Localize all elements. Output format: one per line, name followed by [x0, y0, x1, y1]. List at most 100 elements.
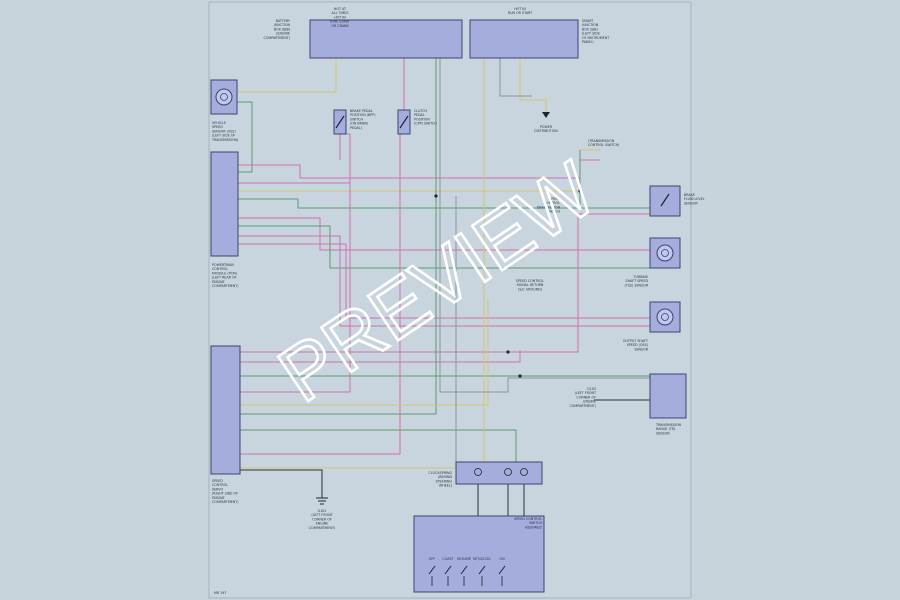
label-clutch-switch-3: POSITION — [414, 117, 430, 121]
component-boxes — [210, 19, 687, 593]
switch-contact-2 — [399, 115, 409, 129]
label-splice-note-2: CONTROL SWITCH) — [588, 143, 619, 147]
sensor-core-3 — [661, 313, 669, 321]
label-clutch-switch-2: PEDAL — [414, 113, 425, 117]
wire-24 — [519, 58, 547, 116]
clock-spring — [455, 461, 543, 485]
wire-11 — [240, 213, 650, 353]
wire-16 — [240, 429, 517, 462]
clock-spring-contact-1 — [474, 468, 482, 476]
tr-sensor — [649, 373, 687, 419]
switch-button-label-3: RESUME — [457, 557, 471, 561]
label-mid-note-1: SPEED CONTROL — [516, 279, 544, 283]
label-ground-note-4: ENGINE — [316, 522, 329, 526]
label-top-left-box-3: HOT IN — [334, 15, 346, 19]
label-right-bottom-1: TRANSMISSION — [655, 423, 682, 427]
label-fuse-box-right-1: SMART — [582, 19, 594, 23]
label-speed-control-switch-1: SPEED CONTROL — [514, 517, 542, 521]
wire-6 — [238, 198, 650, 209]
label-right-sensor-3-2: SPEED (OSS) — [627, 343, 648, 347]
assembly-switch-5 — [498, 565, 506, 575]
label-vss-2: SPEED — [212, 125, 223, 129]
label-brake-pedal-switch-4: (ON BRAKE — [350, 122, 368, 126]
sensor-core-1 — [220, 93, 228, 101]
label-fuse-box-left-1: BATTERY — [276, 19, 291, 23]
label-speed-control-servo-1: SPEED — [212, 479, 223, 483]
label-brake-pedal-switch-3: SWITCH — [350, 117, 363, 121]
wire-19 — [240, 300, 489, 406]
label-speed-control-servo-4: (RIGHT SIDE OF — [212, 492, 238, 496]
label-right-sensor-2-2: SHAFT SPEED — [625, 279, 648, 283]
label-right-sensor-1-1: BRAKE — [684, 193, 695, 197]
label-clock-spring-1: CLOCKSPRING — [429, 471, 453, 475]
wire-9 — [238, 235, 650, 327]
splice-dot-4 — [518, 374, 522, 378]
label-fuse-box-right-4: (LEFT SIDE — [582, 32, 600, 36]
splice-dot-1 — [434, 194, 438, 198]
assembly-switch-3 — [460, 565, 468, 575]
wire-8 — [238, 225, 650, 269]
label-mid-note-3: (S/C GROUND) — [518, 287, 542, 291]
label-speed-control-servo-2: CONTROL — [212, 483, 228, 487]
label-deactivator-1: SPEED — [549, 197, 560, 201]
label-right-sensor-3-1: OUTPUT SHAFT — [623, 339, 649, 343]
power-arrow — [542, 112, 550, 118]
label-pcm-4: (LEFT REAR OF — [212, 276, 237, 280]
fuse-box-right — [469, 19, 579, 59]
label-right-sensor-2-1: TURBINE — [632, 275, 648, 279]
wire-22 — [439, 58, 650, 393]
label-vss-4: (LEFT SIDE OF — [212, 134, 235, 138]
label-speed-control-switch-3: ASSEMBLY — [525, 525, 543, 529]
assembly-switch-2 — [444, 565, 452, 575]
assembly-switch-1 — [428, 565, 436, 575]
label-ground-note-3: CORNER OF — [312, 517, 332, 521]
label-right-bottom-3: SENSOR — [656, 431, 670, 435]
label-clutch-switch-4: (CPP) SWITCH — [414, 122, 437, 126]
label-pcm-2: CONTROL — [212, 267, 228, 271]
wire-7 — [238, 217, 650, 251]
label-vss-1: VEHICLE — [212, 121, 226, 125]
speed-control-module — [210, 345, 241, 475]
wire-25 — [499, 58, 532, 97]
wire-12 — [240, 350, 521, 363]
label-top-left-box-4: RUN, START — [330, 20, 350, 24]
label-ground-right-3: CORNER OF — [576, 395, 596, 399]
label-mid-note-2: SIGNAL RETURN — [517, 283, 544, 287]
label-fuse-box-right-2: JUNCTION — [581, 23, 599, 27]
splice-dot-3 — [578, 189, 582, 193]
switch-button-label-5: ON — [499, 557, 505, 561]
label-power-distribution-2: DISTRIBUTION — [534, 129, 558, 133]
label-vss-5: TRANSMISSION) — [211, 138, 238, 142]
label-fuse-box-right-3: BOX (SJB) — [582, 27, 598, 31]
label-right-sensor-1-2: FLUID LEVEL — [684, 197, 705, 201]
wire-15 — [240, 58, 437, 415]
label-splice-note-1: (TRANSMISSION — [588, 139, 615, 143]
label-ground-note-2: (LEFT FRONT — [311, 513, 333, 517]
label-fuse-box-left-4: (ENGINE — [276, 32, 290, 36]
label-top-right-box-2: RUN OR START — [508, 11, 533, 15]
label-right-sensor-3-3: SENSOR — [634, 347, 648, 351]
label-right-sensor-1-3: SENSOR — [684, 201, 698, 205]
label-ground-right-4: ENGINE — [583, 400, 596, 404]
fuse-box-left — [309, 19, 463, 59]
label-vss-3: SENSOR (VSS) — [212, 129, 236, 133]
label-pcm-1: POWERTRAIN — [212, 263, 234, 267]
label-power-distribution-1: POWER — [540, 125, 553, 129]
ground-symbol — [316, 497, 328, 505]
label-right-sensor-2-3: (TSS) SENSOR — [625, 283, 649, 287]
label-speed-control-servo-3: SERVO — [212, 487, 223, 491]
assembly-switch-4 — [478, 565, 486, 575]
label-deactivator-4: SWITCH — [547, 210, 560, 214]
wire-21 — [240, 469, 323, 498]
label-top-left-box-1: HOT AT — [334, 7, 347, 11]
label-speed-control-servo-6: COMPARTMENT) — [212, 500, 239, 504]
label-clock-spring-3: STEERING — [435, 479, 452, 483]
label-ground-note-5: COMPARTMENT) — [309, 526, 336, 530]
wire-2 — [236, 101, 253, 173]
speed-control-switch — [413, 515, 545, 593]
label-top-left-box-5: OR CRANK — [331, 24, 349, 28]
diagram-sheet — [208, 1, 692, 599]
